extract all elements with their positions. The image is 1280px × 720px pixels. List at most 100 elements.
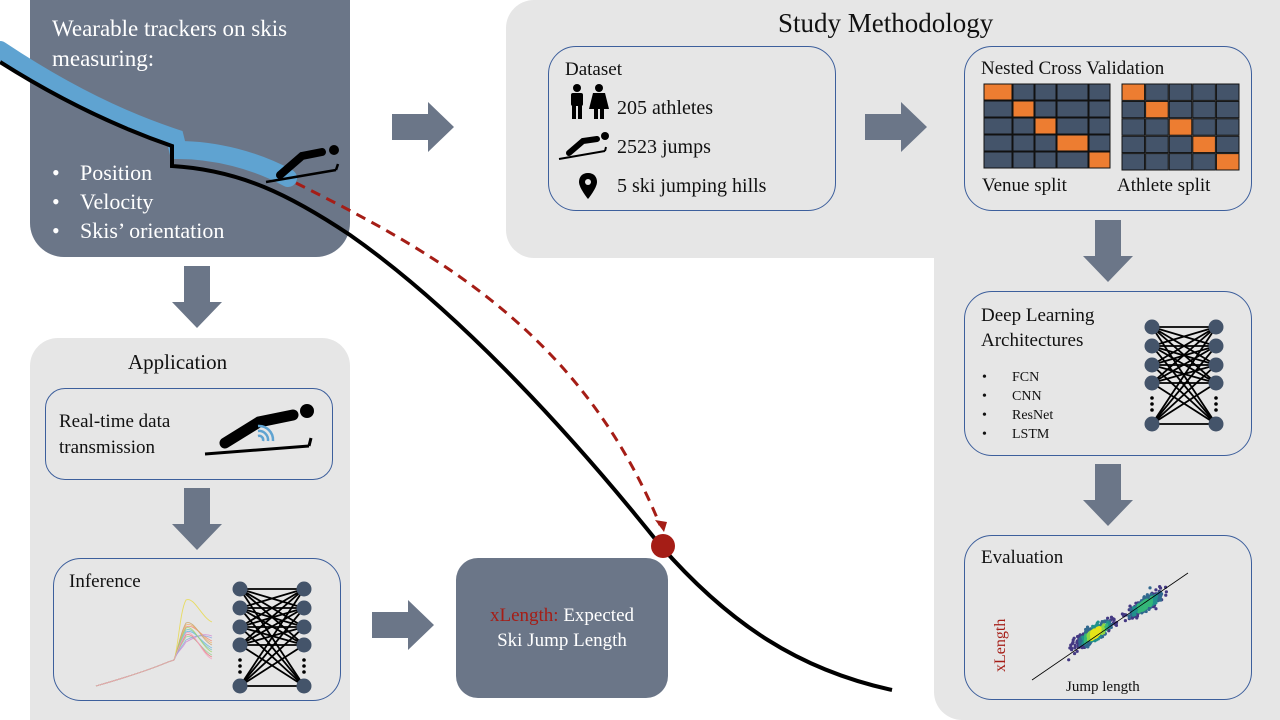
hill-line <box>0 60 893 692</box>
grid-cell-train <box>1088 117 1111 135</box>
methodology-title: Study Methodology <box>778 8 994 38</box>
arrow-down-icon <box>172 266 222 328</box>
trajectory-line <box>95 635 213 687</box>
grid-cell-train <box>983 134 1013 152</box>
nn-node <box>1208 357 1224 373</box>
sensor-item: •Skis’ orientation <box>52 218 225 243</box>
deep-learning-title: Deep Learning Architectures <box>981 303 1094 353</box>
scatter-point <box>1094 629 1098 633</box>
xlength-output-box <box>456 558 668 698</box>
grid-cell-train <box>1056 117 1089 135</box>
evaluation-x-label: Jump length <box>1066 679 1140 695</box>
landing-point <box>651 534 675 558</box>
nn-node <box>1208 338 1224 354</box>
trajectory-line <box>95 627 213 687</box>
dataset-title: Dataset <box>565 59 622 80</box>
flight-trajectory <box>295 181 662 526</box>
xlength-highlight: xLength: <box>489 605 559 626</box>
grid-cell-test <box>1056 134 1089 152</box>
grid-cell-test <box>1012 100 1035 118</box>
trajectory-arrowhead <box>655 520 667 532</box>
grid-cell-train <box>1168 135 1193 154</box>
realtime-card <box>45 388 333 480</box>
grid-cell-train <box>1121 135 1146 154</box>
evaluation-title: Evaluation <box>981 547 1064 568</box>
realtime-label: Real-time data transmission <box>59 409 170 461</box>
grid-cell-train <box>1088 100 1111 118</box>
grid-cell-train <box>1088 134 1111 152</box>
dataset-athletes: 205 athletes <box>617 97 714 119</box>
grid-cell-test <box>1088 151 1111 169</box>
arrow-right-icon <box>865 102 927 152</box>
scatter-point <box>1112 618 1116 622</box>
architecture-item: •LSTM <box>982 427 1050 442</box>
scatter-point <box>1106 616 1110 620</box>
grid-cell-test <box>983 83 1013 101</box>
scatter-point <box>1072 651 1077 656</box>
arrow-down-icon <box>1083 220 1133 282</box>
scatter-point <box>1164 593 1168 597</box>
xlength-line1: Expected <box>558 605 635 626</box>
grid-cell-train <box>1168 153 1193 171</box>
sensor-title-line2: measuring: <box>52 46 155 71</box>
grid-cell-train <box>1168 83 1193 101</box>
grid-cell-test <box>1121 83 1146 101</box>
grid-cell-train <box>1168 100 1193 119</box>
grid-cell-train <box>1012 151 1035 169</box>
nn-node <box>296 619 312 635</box>
scatter-point <box>1127 615 1132 620</box>
grid-cell-train <box>983 151 1013 169</box>
inference-title: Inference <box>69 571 141 592</box>
scatter-point <box>1164 590 1168 594</box>
grid-cell-train <box>1012 134 1035 152</box>
arrow-down-icon <box>1083 464 1133 526</box>
scatter-point <box>1067 658 1071 662</box>
trajectory-line <box>95 625 213 687</box>
grid-cell-train <box>1034 100 1057 118</box>
nn-node <box>1144 357 1160 373</box>
ski-jumper-icon <box>558 132 609 160</box>
evaluation-scatter-plot <box>1031 572 1189 681</box>
grid-cell-train <box>1088 83 1111 101</box>
grid-cell-train <box>1215 135 1240 154</box>
scatter-point <box>1142 595 1146 599</box>
nn-node <box>1144 375 1160 391</box>
nn-node <box>1144 338 1160 354</box>
location-pin-icon <box>579 173 597 199</box>
scatter-point <box>1133 612 1137 617</box>
grid-cell-train <box>983 100 1013 118</box>
grid-cell-test <box>1215 153 1240 171</box>
nn-node <box>232 678 248 694</box>
nn-node <box>1144 416 1160 432</box>
sensor-title: Wearable trackers on skis measuring: <box>52 14 287 74</box>
grid-cell-train <box>1145 135 1169 154</box>
scatter-point <box>1071 640 1075 644</box>
scatter-point <box>1124 613 1128 617</box>
cross-validation-title: Nested Cross Validation <box>981 58 1165 79</box>
trajectory-line <box>95 599 213 687</box>
scatter-point <box>1073 646 1077 650</box>
nn-node <box>1144 319 1160 335</box>
grid-cell-train <box>983 117 1013 135</box>
realtime-line2: transmission <box>59 437 156 458</box>
athletes-icon <box>571 84 609 119</box>
athlete-split-grid <box>1121 83 1240 171</box>
architecture-item: •ResNet <box>982 408 1054 423</box>
nn-node <box>296 678 312 694</box>
scatter-point <box>1075 649 1079 653</box>
nn-node <box>1208 416 1224 432</box>
wifi-signal-icon <box>257 424 275 442</box>
arrow-down-icon <box>172 488 222 550</box>
scatter-point <box>1143 605 1147 609</box>
grid-cell-test <box>1034 117 1057 135</box>
scatter-point <box>1103 619 1107 623</box>
grid-cell-train <box>1192 118 1216 136</box>
evaluation-y-label: xLength <box>992 618 1009 672</box>
sensor-item: •Velocity <box>52 189 154 214</box>
application-title: Application <box>128 350 228 374</box>
scatter-point <box>1154 607 1158 611</box>
ski-jumper-icon <box>265 145 340 184</box>
grid-cell-test <box>1168 118 1193 136</box>
grid-cell-train <box>1145 83 1169 101</box>
xlength-line2: Ski Jump Length <box>497 630 627 651</box>
